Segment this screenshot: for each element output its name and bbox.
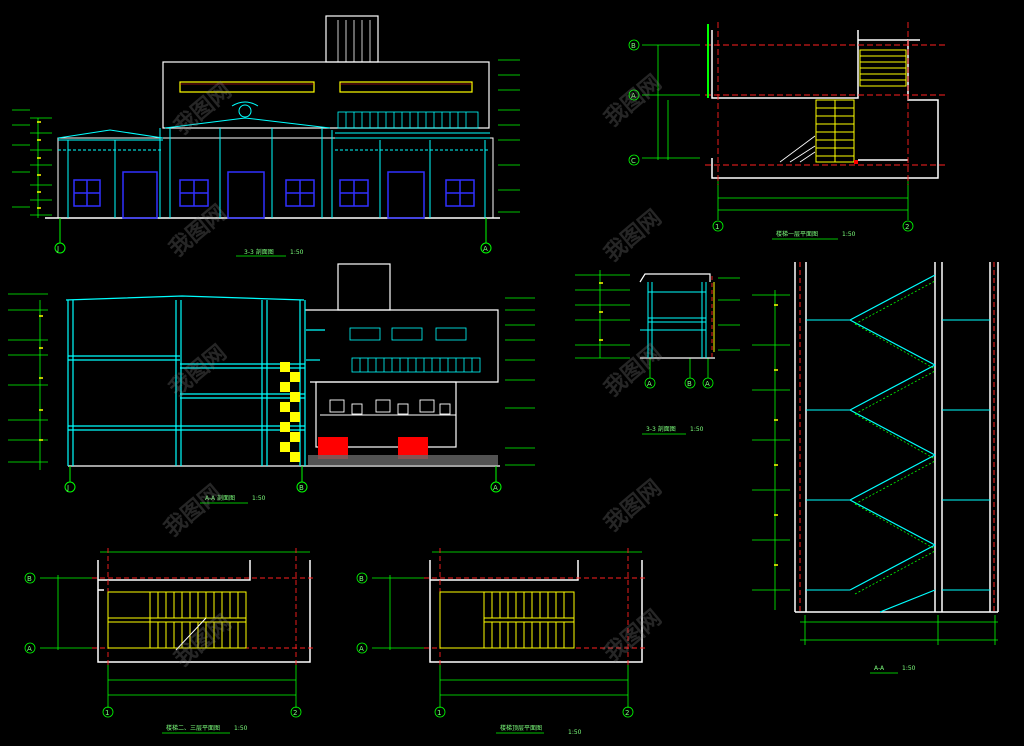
caption-section-right: A-A — [874, 665, 885, 672]
axis-label-1-bm: 1 — [437, 709, 441, 717]
caption-plan-bl-scale: 1:50 — [234, 725, 248, 732]
section-middle-left: J B A A-A 剖面图 1:50 — [8, 263, 535, 504]
elevation-top-left: J A 3-3 剖面图 1:50 — [12, 15, 520, 257]
axis-label-a-bm: A — [359, 645, 364, 653]
axis-label-1-bl: 1 — [105, 709, 109, 717]
plan-bottom-middle: B A 1 2 楼梯顶层平面图 1:50 — [356, 548, 648, 736]
axis-label-2-bl: 2 — [293, 709, 297, 717]
plan-top-right: B A C 1 2 楼梯一层平面图 1:50 — [628, 22, 945, 240]
axis-label-b-mid: B — [299, 484, 304, 492]
caption-section-mid: A-A 剖面图 — [205, 494, 235, 502]
axis-label-b-tr: B — [631, 42, 636, 50]
caption-elev-top: 3-3 剖面图 — [244, 248, 274, 256]
axis-label-2-bm: 2 — [625, 709, 629, 717]
section-right-stair: A-A 1:50 — [752, 262, 999, 674]
axis-label-j: J — [56, 245, 59, 253]
axis-label-1-tr: 1 — [715, 223, 719, 231]
axis-label-a-bl: A — [27, 645, 32, 653]
axis-label-a-tr: A — [631, 92, 636, 100]
caption-plan-bl: 楼梯二、三层平面图 — [166, 724, 220, 732]
axis-label-b-bl: B — [27, 575, 32, 583]
section-small: A B A 3-3 剖面图 1:50 — [575, 270, 740, 435]
caption-plan-bm-scale: 1:50 — [568, 729, 582, 736]
caption-plan-tr: 楼梯一层平面图 — [776, 230, 818, 238]
caption-section-small: 3-3 剖面图 — [646, 425, 676, 433]
caption-plan-tr-scale: 1:50 — [842, 231, 856, 238]
axis-label-small-3: A — [705, 380, 710, 388]
caption-section-small-scale: 1:50 — [690, 426, 704, 433]
plan-bottom-left: B A 1 2 楼梯二、三层平面图 1:50 — [24, 548, 315, 734]
caption-section-mid-scale: 1:50 — [252, 495, 266, 502]
axis-label-a: A — [483, 245, 488, 253]
caption-section-right-scale: 1:50 — [902, 665, 916, 672]
axis-label-a-mid: A — [493, 484, 498, 492]
caption-elev-top-scale: 1:50 — [290, 249, 304, 256]
axis-label-j-mid: J — [66, 484, 69, 492]
axis-label-2-tr: 2 — [905, 223, 909, 231]
caption-plan-bm: 楼梯顶层平面图 — [500, 724, 542, 732]
axis-label-small-1: A — [647, 380, 652, 388]
axis-label-b-bm: B — [359, 575, 364, 583]
axis-label-c-tr: C — [631, 157, 636, 165]
axis-label-small-2: B — [687, 380, 692, 388]
